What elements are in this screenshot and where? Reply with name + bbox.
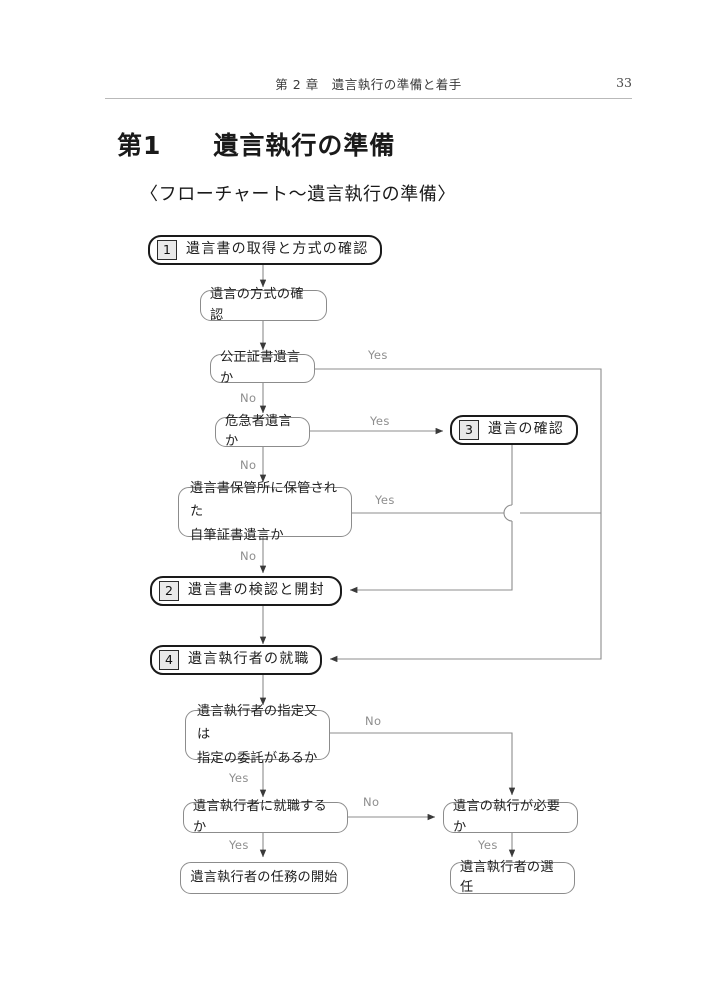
node-label: 遺言の執行が必要か <box>453 799 561 835</box>
edge-label-yes-emergency: Yes <box>370 414 390 428</box>
node-decision-notarized-will[interactable]: 公正証書遺言か <box>210 350 315 386</box>
step-number-2: 2 <box>159 581 179 601</box>
node-step-4[interactable]: 4 遺言執行者の就職 <box>150 645 322 675</box>
subsection-title: 〈フローチャート〜遺言執行の準備〉 <box>140 184 457 205</box>
node-step-3[interactable]: 3 遺言の確認 <box>450 415 578 445</box>
node-label: 遺言書保管所に保管された 自筆証書遺言か <box>190 481 338 543</box>
node-label: 遺言執行者の就職 <box>188 651 310 668</box>
node-label: 遺言の方式の確認 <box>210 287 304 323</box>
node-decision-executor-designated[interactable]: 遺言執行者の指定又は 指定の委託があるか <box>185 704 330 766</box>
step-number-3: 3 <box>459 420 479 440</box>
node-appoint-executor[interactable]: 遺言執行者の選任 <box>450 860 575 895</box>
node-label: 遺言書の検認と開封 <box>188 582 325 599</box>
node-label: 公正証書遺言か <box>220 350 301 386</box>
edge-label-yes-notarized: Yes <box>368 348 388 362</box>
node-label: 遺言執行者の選任 <box>460 859 554 895</box>
node-step-1[interactable]: 1 遺言書の取得と方式の確認 <box>148 235 382 265</box>
chapter-title: 第 2 章 遺言執行の準備と着手 <box>275 77 462 92</box>
edge-label-yes-needed: Yes <box>478 838 498 852</box>
edge-label-no-emergency: No <box>240 458 257 472</box>
page-title: 第1 遺言執行の準備 <box>117 131 396 160</box>
node-label: 遺言執行者に就職するか <box>193 799 327 835</box>
edge-label-no-accept: No <box>363 795 380 809</box>
running-head: 第 2 章 遺言執行の準備と着手 33 <box>105 74 632 96</box>
node-decision-execution-needed[interactable]: 遺言の執行が必要か <box>443 799 578 835</box>
node-decision-deposited-holographic-will[interactable]: 遺言書保管所に保管された 自筆証書遺言か <box>178 481 352 543</box>
node-confirm-will-form[interactable]: 遺言の方式の確認 <box>200 287 327 323</box>
edge-label-yes-deposited: Yes <box>375 493 395 507</box>
node-step-2[interactable]: 2 遺言書の検認と開封 <box>150 576 342 606</box>
node-decision-accept-office[interactable]: 遺言執行者に就職するか <box>183 799 348 835</box>
header-rule <box>105 98 632 99</box>
node-start-of-duties[interactable]: 遺言執行者の任務の開始 <box>180 862 348 894</box>
edge-label-yes-accept: Yes <box>229 838 249 852</box>
edge-label-no-notarized: No <box>240 391 257 405</box>
edge-label-no-deposited: No <box>240 549 257 563</box>
node-label: 遺言執行者の指定又は 指定の委託があるか <box>197 704 318 766</box>
edge-label-yes-designated: Yes <box>229 771 249 785</box>
node-label: 遺言の確認 <box>488 421 564 438</box>
node-label: 遺言執行者の任務の開始 <box>190 869 338 885</box>
node-decision-emergency-will[interactable]: 危急者遺言か <box>215 414 310 449</box>
node-label: 危急者遺言か <box>225 413 292 449</box>
node-label: 遺言書の取得と方式の確認 <box>186 241 369 258</box>
step-number-1: 1 <box>157 240 177 260</box>
page-number: 33 <box>616 75 632 90</box>
step-number-4: 4 <box>159 650 179 670</box>
edge-label-no-designated: No <box>365 714 382 728</box>
